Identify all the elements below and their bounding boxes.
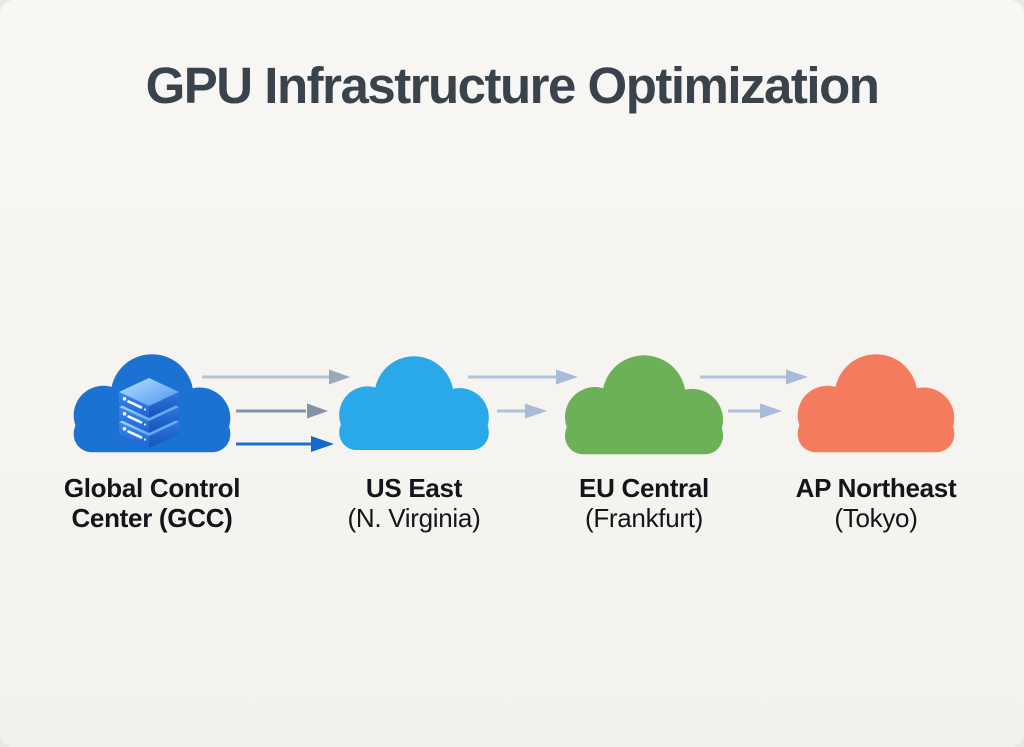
node-label-us-east-line1: US East [365, 473, 463, 503]
node-label-eu-central-line1: EU Central [579, 473, 709, 503]
flow-arrow-useast-eucentral-middle [497, 403, 547, 419]
flow-arrow-eucentral-apne-middle [728, 403, 782, 419]
node-label-ap-northeast-line2: (Tokyo) [834, 503, 918, 533]
node-label-gcc: Global Control Center (GCC) [32, 473, 272, 533]
flow-arrow-eucentral-apne-top [700, 369, 808, 385]
page-title: GPU Infrastructure Optimization [145, 57, 880, 114]
cloud-icon-us-east [328, 345, 500, 457]
node-label-us-east-line2: (N. Virginia) [347, 503, 481, 533]
node-label-us-east: US East (N. Virginia) [294, 473, 534, 533]
node-gcc: Global Control Center (GCC) [32, 345, 272, 533]
node-eu-central: EU Central (Frankfurt) [524, 345, 764, 533]
node-label-eu-central: EU Central (Frankfurt) [524, 473, 764, 533]
cloud-icon-ap-northeast [786, 345, 966, 457]
node-label-eu-central-line2: (Frankfurt) [584, 503, 704, 533]
node-us-east: US East (N. Virginia) [294, 345, 534, 533]
node-label-ap-northeast-line1: AP Northeast [795, 473, 957, 503]
flow-arrow-gcc-useast-middle [236, 403, 328, 419]
node-label-ap-northeast: AP Northeast (Tokyo) [756, 473, 996, 533]
flow-arrow-gcc-useast-top [202, 369, 350, 385]
server-stack-icon [119, 378, 179, 448]
node-ap-northeast: AP Northeast (Tokyo) [756, 345, 996, 533]
flow-arrow-useast-eucentral-top [468, 369, 578, 385]
node-label-gcc-line2: Center (GCC) [71, 503, 233, 533]
node-label-gcc-line1: Global Control [63, 473, 241, 503]
flow-arrow-gcc-useast-bottom [236, 436, 334, 452]
cloud-icon-eu-central [551, 348, 737, 457]
